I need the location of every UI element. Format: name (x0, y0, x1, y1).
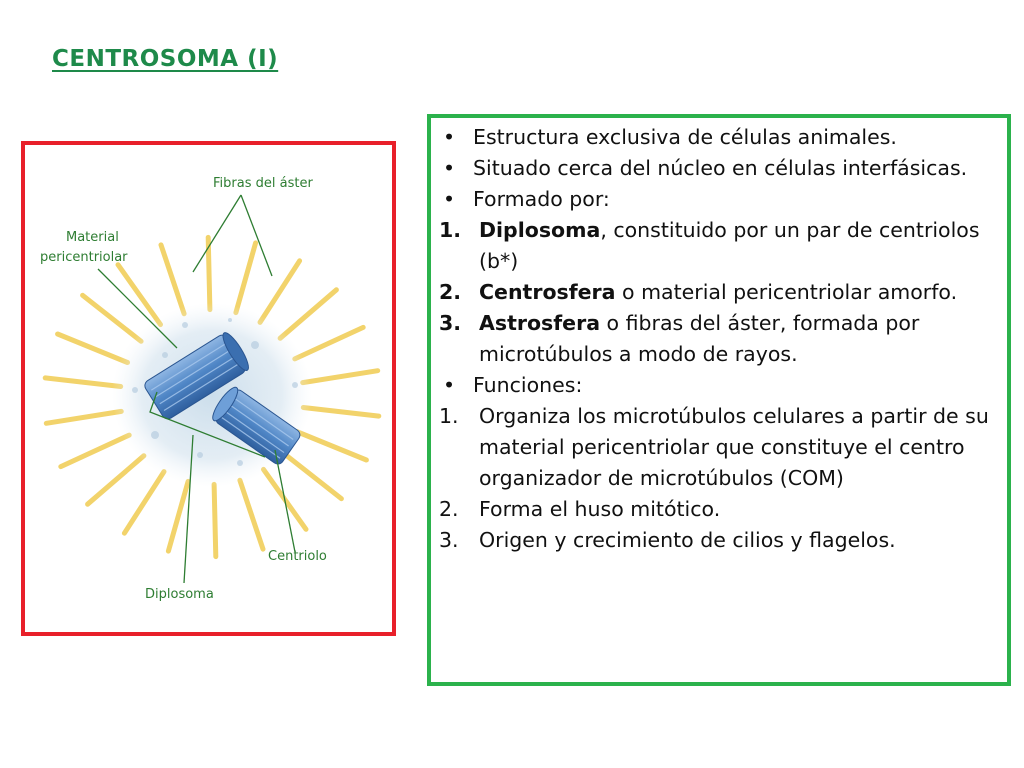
item-number: 3. (439, 528, 459, 552)
aster-fiber (158, 242, 187, 317)
aster-fiber (294, 429, 369, 463)
aster-fiber (300, 368, 381, 386)
item-number: 1. (439, 404, 459, 428)
item-text: Organiza los microtúbulos celulares a pa… (479, 404, 989, 490)
aster-fiber (257, 258, 303, 325)
term-description: o material pericentriolar amorfo. (615, 280, 958, 304)
item-number: 2. (439, 280, 462, 304)
component-item: 1. Diplosoma, constituido por un par de … (439, 215, 1001, 277)
aster-fiber (205, 234, 213, 313)
info-bullet: • Estructura exclusiva de células animal… (439, 122, 1001, 153)
leader-lines (97, 194, 296, 584)
label-diplosoma: Diplosoma (145, 587, 214, 602)
function-item: 3. Origen y crecimiento de cilios y flag… (439, 525, 1001, 556)
info-list: • Estructura exclusiva de células animal… (439, 122, 1001, 556)
bullet-dot: • (443, 125, 456, 149)
aster-fiber (80, 292, 144, 344)
aster-fiber (280, 450, 344, 502)
label-material-line1: Material (66, 230, 119, 245)
aster-fiber (42, 375, 124, 389)
bullet-dot: • (443, 156, 456, 180)
bullet-text: Situado cerca del núcleo en células inte… (473, 156, 968, 180)
centriole-1 (144, 332, 249, 420)
info-bullet: • Formado por: (439, 184, 1001, 215)
function-item: 1. Organiza los microtúbulos celulares a… (439, 401, 1001, 494)
centrosome-illustration: Fibras del áster Material pericentriolar… (40, 176, 382, 602)
item-text: Origen y crecimiento de cilios y flagelo… (479, 528, 896, 552)
component-item: 3. Astrosfera o fibras del áster, formad… (439, 308, 1001, 370)
component-item: 2. Centrosfera o material pericentriolar… (439, 277, 1001, 308)
aster-fiber (211, 481, 219, 560)
aster-fiber (43, 408, 124, 426)
term-bold: Centrosfera (479, 280, 616, 304)
aster-fiber (58, 432, 132, 470)
item-number: 1. (439, 218, 462, 242)
bullet-text: Funciones: (473, 373, 583, 397)
aster-fiber (55, 331, 130, 365)
term-bold: Diplosoma (479, 218, 601, 242)
centriole-2 (212, 386, 301, 465)
aster-fiber (237, 477, 266, 552)
label-material-line2: pericentriolar (40, 250, 128, 265)
aster-fiber (85, 453, 147, 507)
info-bullet: • Funciones: (439, 370, 1001, 401)
info-bullet: • Situado cerca del núcleo en células in… (439, 153, 1001, 184)
item-text: Astrosfera o fibras del áster, formada p… (479, 308, 1001, 370)
item-number: 2. (439, 497, 459, 521)
info-panel: • Estructura exclusiva de células animal… (427, 114, 1011, 686)
label-centriolo: Centriolo (268, 549, 327, 564)
item-text: Diplosoma, constituido por un par de cen… (479, 215, 1001, 277)
page-title: CENTROSOMA (I) (52, 46, 279, 72)
aster-fibers (42, 234, 382, 560)
term-description: o fibras del áster, formada por microtúb… (479, 311, 920, 366)
term-description: , constituido por un par de centriolos (… (479, 218, 980, 273)
aster-fiber (121, 469, 167, 536)
aster-fiber (115, 262, 163, 328)
aster-fiber (292, 324, 366, 362)
item-number: 3. (439, 311, 462, 335)
aster-fiber (300, 405, 382, 419)
pericentriolar-speckles (132, 318, 298, 466)
bullet-text: Estructura exclusiva de células animales… (473, 125, 897, 149)
term-bold: Astrosfera (479, 311, 601, 335)
aster-fiber (277, 287, 339, 341)
label-fibras-del-aster: Fibras del áster (213, 176, 313, 191)
centrosome-figure-panel: Fibras del áster Material pericentriolar… (21, 141, 396, 636)
item-text: Centrosfera o material pericentriolar am… (479, 277, 1001, 308)
bullet-dot: • (443, 373, 456, 397)
function-item: 2. Forma el huso mitótico. (439, 494, 1001, 525)
bullet-text: Formado por: (473, 187, 610, 211)
item-text: Forma el huso mitótico. (479, 497, 721, 521)
bullet-dot: • (443, 187, 456, 211)
aster-fiber (165, 478, 191, 554)
aster-fiber (233, 240, 259, 316)
